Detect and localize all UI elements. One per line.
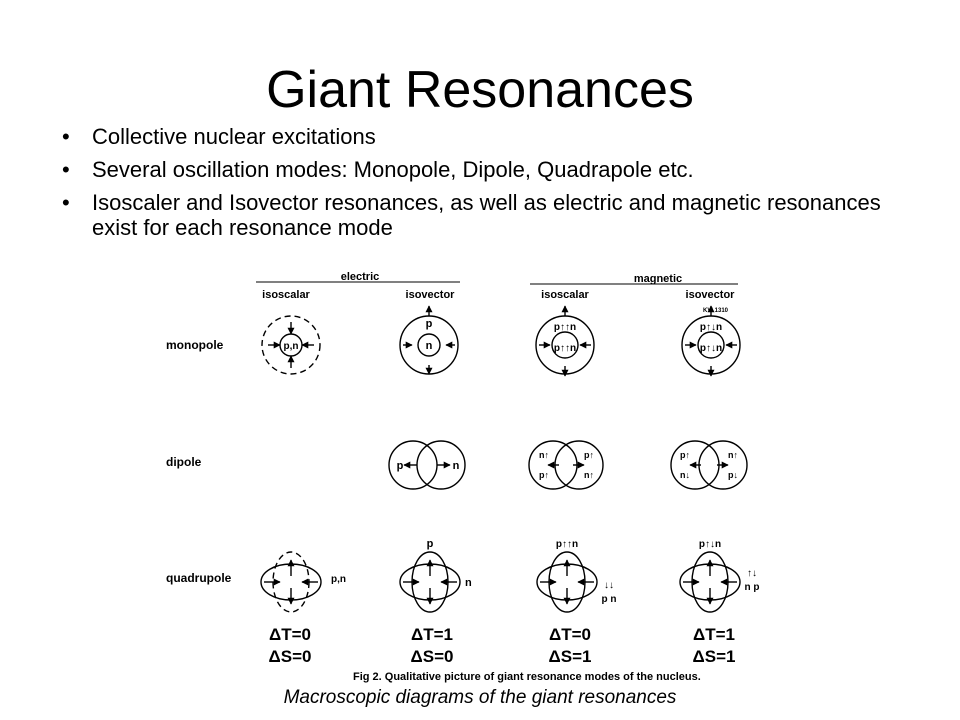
spin-label: n↑ [728, 450, 738, 460]
slide-title: Giant Resonances [266, 61, 694, 119]
row-labels: monopole dipole quadrupole [166, 338, 232, 585]
proton-label: p [397, 460, 404, 472]
spin-label: ↓↓ [604, 580, 614, 591]
spin-label: p↑↑n [554, 322, 576, 333]
bullet-item: Several oscillation modes: Monopole, Dip… [62, 157, 912, 182]
row-label-dipole: dipole [166, 455, 202, 469]
quadrupole-electric-isovector: p n [399, 538, 472, 613]
spin-label: p↑↓n [700, 322, 722, 333]
dipole-magnetic-isovector: p↑ n↓ n↑ p↓ [670, 440, 748, 490]
nucleon-label: p,n [331, 574, 346, 585]
monopole-electric-isovector: p n [399, 305, 459, 375]
spin-label: p↑↓n [700, 343, 722, 354]
column-header: isovector [406, 289, 456, 301]
figure-caption: Fig 2. Qualitative picture of giant reso… [353, 671, 701, 683]
monopole-magnetic-isoscalar: p↑↑n p↑↑n [535, 305, 595, 377]
spin-label: n↑ [539, 450, 549, 460]
quadrupole-electric-isoscalar: p,n [260, 551, 346, 613]
dipole-electric-isovector: p n [388, 440, 466, 490]
monopole-magnetic-isovector: p↑↓n p↑↓n [681, 305, 741, 377]
column-header: isoscalar [541, 289, 589, 301]
proton-label: p [426, 318, 433, 330]
column-header: isovector [686, 289, 736, 301]
spin-label: p↓ [728, 470, 738, 480]
delta-t-label: ΔT=1 [411, 625, 453, 644]
spin-label: p↑ [584, 450, 594, 460]
slide-caption: Macroscopic diagrams of the giant resona… [283, 687, 677, 708]
bullet-list: Collective nuclear excitations Several o… [62, 124, 912, 248]
spin-label: ↑↓ [747, 568, 757, 579]
kvi-stamp: KVI 1310 [703, 308, 729, 314]
dipole-magnetic-isoscalar: n↑ p↑ p↑ n↑ [528, 440, 604, 490]
neutron-label: n [453, 460, 460, 472]
spin-label: p n [602, 594, 617, 605]
quadrupole-magnetic-isoscalar: p↑↑n ↓↓ p n [536, 539, 617, 613]
monopole-electric-isoscalar: p,n [261, 315, 321, 375]
spin-label: p↑ [539, 470, 549, 480]
nucleon-label: p,n [284, 341, 299, 352]
spin-label: p↑↑n [554, 343, 576, 354]
magnetic-header: magnetic [634, 273, 682, 285]
delta-s-label: ΔS=1 [549, 647, 592, 666]
spin-label: n↑ [584, 470, 594, 480]
bullet-item: Isoscaler and Isovector resonances, as w… [62, 190, 912, 240]
spin-label: n↓ [680, 470, 690, 480]
neutron-label: n [426, 340, 433, 352]
delta-s-label: ΔS=0 [269, 647, 312, 666]
electric-header: electric [341, 271, 380, 283]
bullet-item: Collective nuclear excitations [62, 124, 912, 149]
proton-label: p [427, 538, 434, 550]
spin-label: p↑↑n [556, 539, 578, 550]
delta-s-label: ΔS=0 [411, 647, 454, 666]
spin-label: p↑↓n [699, 539, 721, 550]
delta-t-label: ΔT=1 [693, 625, 735, 644]
quadrupole-magnetic-isovector: p↑↓n ↑↓ n p [679, 539, 760, 613]
delta-t-label: ΔT=0 [269, 625, 311, 644]
delta-s-label: ΔS=1 [693, 647, 736, 666]
delta-t-label: ΔT=0 [549, 625, 591, 644]
figure-header: electric magnetic isoscalar isovector is… [256, 271, 738, 301]
column-header: isoscalar [262, 289, 310, 301]
row-label-monopole: monopole [166, 338, 224, 352]
spin-label: n p [745, 582, 760, 593]
spin-label: p↑ [680, 450, 690, 460]
row-label-quadrupole: quadrupole [166, 571, 232, 585]
quantum-number-labels: ΔT=0 ΔS=0 ΔT=1 ΔS=0 ΔT=0 ΔS=1 ΔT=1 ΔS=1 [269, 625, 736, 666]
neutron-label: n [465, 577, 472, 589]
